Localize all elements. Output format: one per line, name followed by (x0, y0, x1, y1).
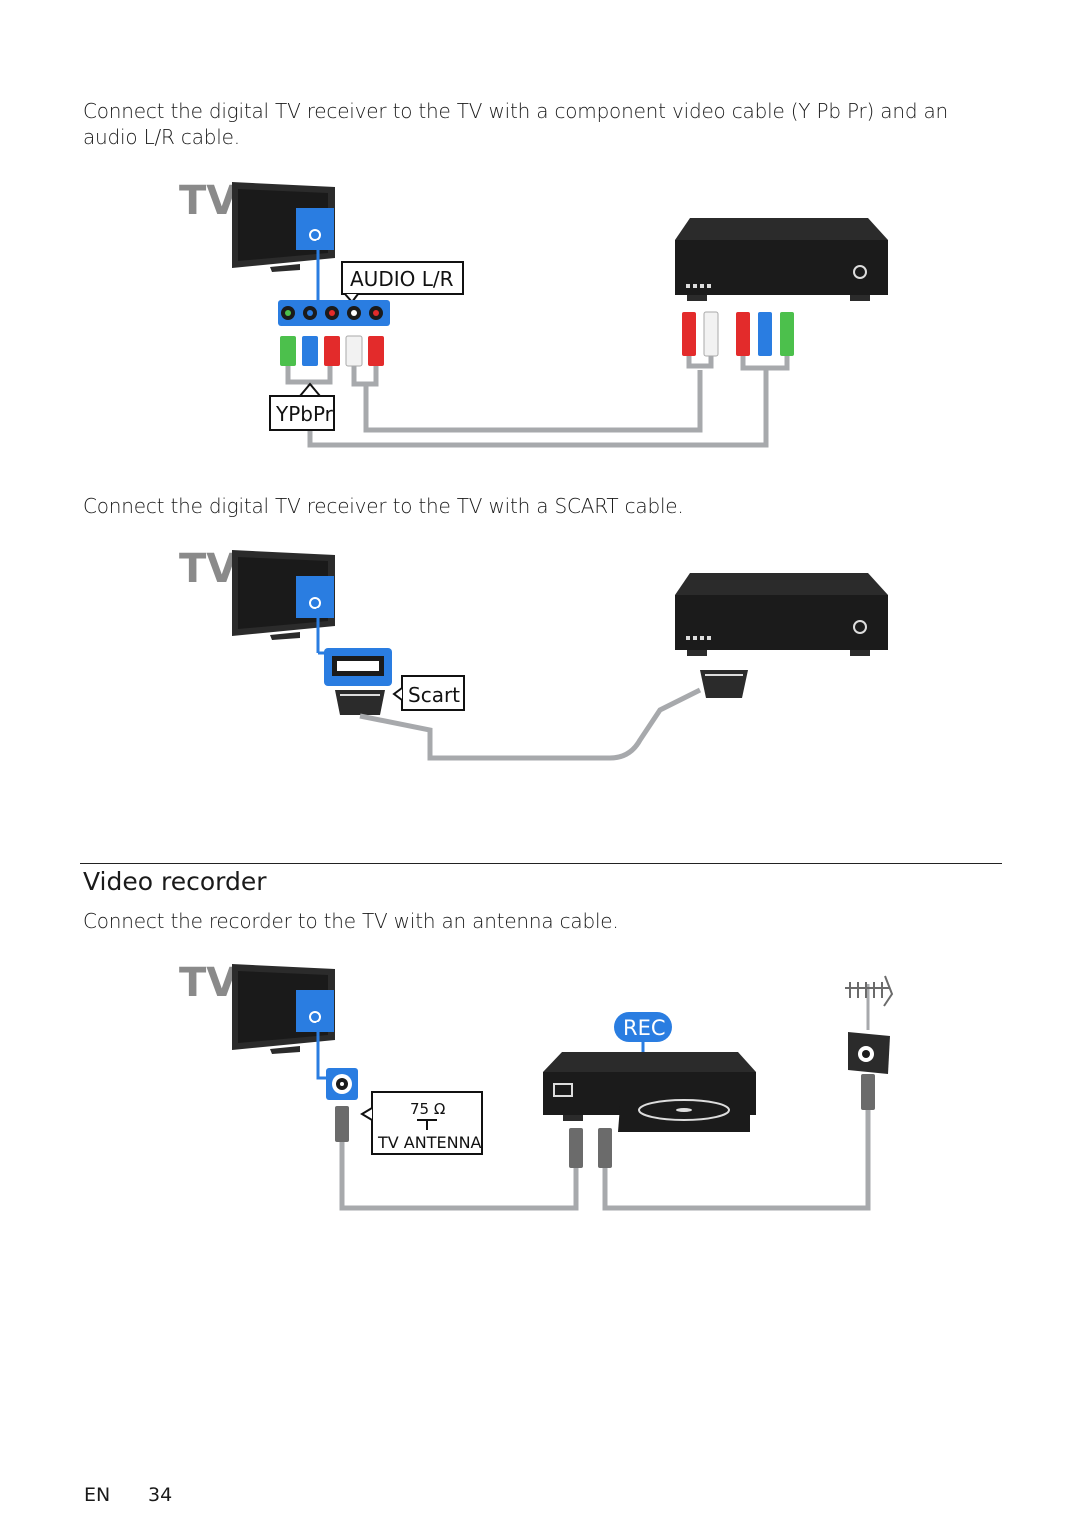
tv-mark: TV (179, 960, 237, 1006)
tv-icon (232, 182, 335, 272)
digital-receiver-icon (675, 573, 888, 656)
tv-icon (232, 550, 335, 640)
antenna-label-box: 75 Ω TV ANTENNA (360, 1091, 483, 1155)
scart-connection-diagram: TV Scart (179, 546, 888, 761)
footer-language: EN (84, 1484, 111, 1506)
receiver-scart-plug (700, 670, 748, 698)
tv-av-port-panel (278, 300, 390, 326)
recorder-antenna-out-plug (569, 1128, 583, 1168)
svg-text:75 Ω: 75 Ω (410, 1100, 445, 1118)
component-cable-instruction: Connect the digital TV receiver to the T… (83, 99, 949, 149)
ypbpr-label: YPbPr (269, 395, 335, 431)
antenna-icon (845, 975, 894, 1030)
rec-badge: REC (614, 1012, 672, 1052)
tv-mark: TV (179, 546, 237, 592)
digital-receiver-icon (675, 218, 888, 301)
tv-antenna-plug (335, 1106, 349, 1142)
tv-scart-socket (324, 648, 392, 686)
tv-scart-plug (335, 690, 385, 715)
tv-side-plugs (280, 335, 384, 367)
page-number: 34 (148, 1484, 173, 1506)
svg-text:YPbPr: YPbPr (275, 402, 334, 426)
receiver-side-plugs (682, 311, 794, 357)
audio-lr-label: AUDIO L/R (341, 261, 464, 295)
tv-mark: TV (179, 178, 237, 224)
wall-antenna-plug (861, 1074, 875, 1110)
scart-cable-instruction: Connect the digital TV receiver to the T… (83, 494, 684, 518)
wall-antenna-socket (848, 1032, 890, 1074)
svg-text:Scart: Scart (408, 683, 460, 707)
svg-text:AUDIO L/R: AUDIO L/R (350, 267, 454, 291)
antenna-cable-instruction: Connect the recorder to the TV with an a… (83, 909, 619, 933)
component-connection-diagram: TV AUDIO L/R YPbPr (179, 178, 888, 448)
recorder-antenna-in-plug (598, 1128, 612, 1168)
tv-icon (232, 964, 335, 1054)
section-divider (80, 863, 1002, 864)
tv-antenna-socket (326, 1068, 358, 1100)
video-recorder-icon (543, 1052, 756, 1132)
svg-text:REC: REC (623, 1016, 666, 1040)
svg-text:TV ANTENNA: TV ANTENNA (377, 1133, 482, 1152)
scart-label: Scart (392, 675, 465, 711)
section-title: Video recorder (83, 867, 267, 896)
recorder-connection-diagram: TV 75 Ω TV ANTENNA REC (179, 960, 894, 1211)
